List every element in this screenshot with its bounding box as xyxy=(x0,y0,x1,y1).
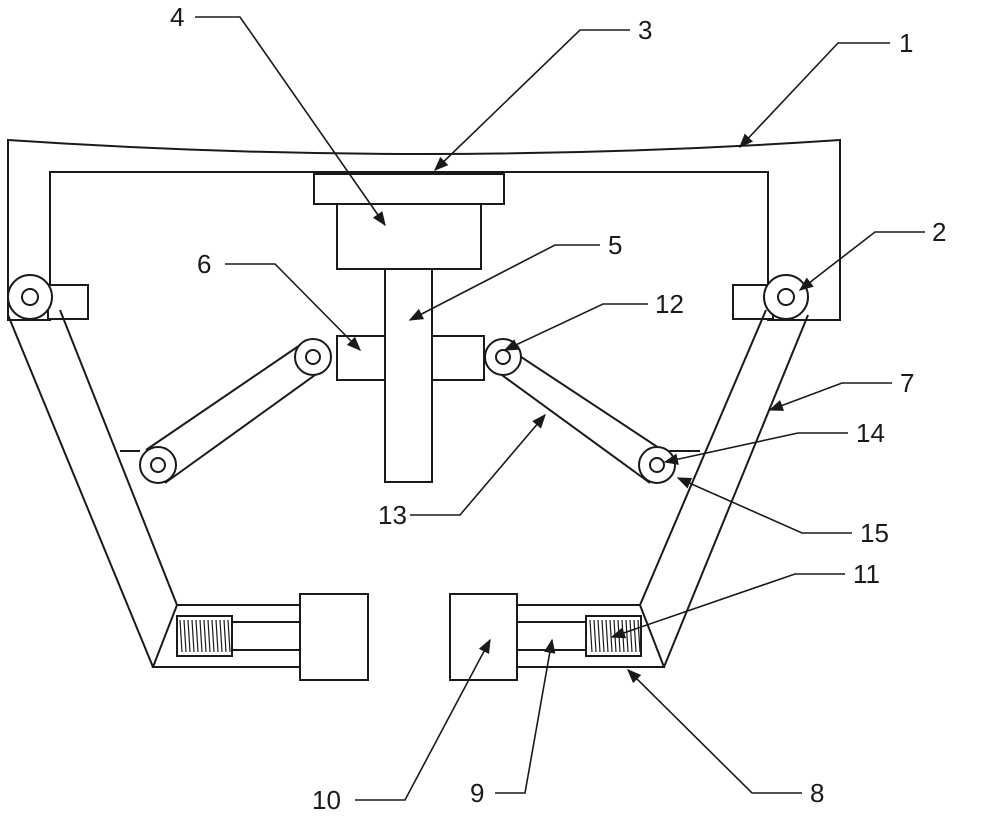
label-5: 5 xyxy=(608,230,622,260)
left-gripper-housing xyxy=(151,593,369,681)
label-8: 8 xyxy=(810,778,824,808)
left-lower-hinge xyxy=(139,446,177,484)
left-connecting-link xyxy=(145,340,323,484)
label-2: 2 xyxy=(932,217,946,247)
label-14: 14 xyxy=(856,418,885,448)
label-7: 7 xyxy=(900,368,914,398)
part-labels: 1 2 3 4 5 6 7 8 9 10 11 12 13 14 15 xyxy=(170,2,946,815)
left-upper-hinge xyxy=(294,338,332,376)
label-1: 1 xyxy=(899,28,913,58)
spring-coil xyxy=(179,619,231,653)
left-spring xyxy=(179,619,231,653)
label-15: 15 xyxy=(860,518,889,548)
left-mount-block xyxy=(47,284,89,320)
label-6: 6 xyxy=(197,249,211,279)
left-push-rod xyxy=(231,621,301,651)
right-gripper-housing xyxy=(449,593,666,681)
left-swing-arm xyxy=(7,309,178,668)
left-slider-block xyxy=(336,335,386,381)
right-swing-arm xyxy=(639,309,809,668)
left-pivot xyxy=(7,274,53,320)
label-3: 3 xyxy=(638,15,652,45)
right-clamp-block xyxy=(449,593,518,681)
motor-body xyxy=(336,203,482,270)
label-12: 12 xyxy=(655,289,684,319)
label-4: 4 xyxy=(170,2,184,32)
label-13: 13 xyxy=(378,500,407,530)
vertical-rod xyxy=(384,268,433,483)
top-plate xyxy=(313,173,505,205)
leader-lines xyxy=(195,16,925,801)
right-connecting-link xyxy=(494,340,663,484)
label-10: 10 xyxy=(312,785,341,815)
right-slider-block xyxy=(431,335,485,381)
left-clamp-block xyxy=(299,593,369,681)
right-pivot xyxy=(763,274,809,320)
label-11: 11 xyxy=(853,559,880,589)
label-9: 9 xyxy=(470,778,484,808)
right-lower-hinge xyxy=(638,446,676,484)
